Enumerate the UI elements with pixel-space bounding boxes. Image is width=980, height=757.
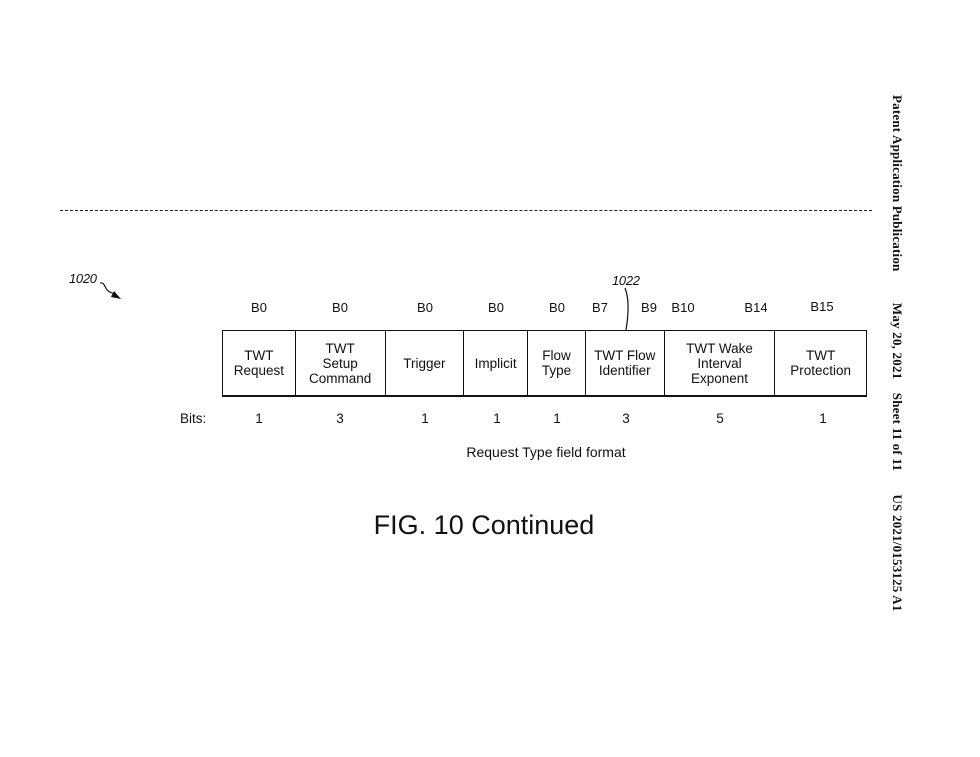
field-trigger: Trigger [386,331,465,395]
bit-label: B0 [549,300,565,315]
field-twt-setup-command: TWT Setup Command [296,331,386,395]
field-twt-protection: TWT Protection [790,348,852,378]
bits-row-label: Bits: [180,411,207,426]
bit-label: B9 [641,300,657,315]
ref-1022-leader [624,287,629,331]
dashed-divider [60,210,872,211]
diagram-caption: Request Type field format [466,444,626,460]
ref-numeral-1022: 1022 [612,273,640,288]
bit-label: B0 [332,300,348,315]
bits-value: 3 [336,411,344,426]
ref-1020-arrowhead [111,291,121,299]
bit-label: B0 [488,300,504,315]
bits-value: 1 [421,411,429,426]
bit-label: B14 [744,300,768,315]
field-twt-flow-identifier: TWT Flow Identifier [586,331,665,395]
bits-value: 1 [255,411,263,426]
ref-numeral-1020: 1020 [69,271,97,286]
bit-label: B10 [671,300,695,315]
bits-value: 3 [622,411,630,426]
field-twt-wake-interval-exponent: TWT Wake Interval Exponent [665,331,776,395]
bits-value: 1 [819,411,827,426]
bit-label: B7 [592,300,608,315]
field-implicit: Implicit [464,331,529,395]
bit-label: B15 [810,299,834,314]
field-twt-request: TWT Request [223,331,296,395]
bit-label: B0 [417,300,433,315]
request-type-field-row: TWT Request TWT Setup Command Trigger Im… [222,330,867,397]
bits-value: 5 [716,411,724,426]
field-flow-type: Flow Type [528,331,586,395]
bit-label: B0 [251,300,267,315]
bits-value: 1 [553,411,561,426]
bits-value: 1 [493,411,501,426]
figure-caption: FIG. 10 Continued [373,510,595,540]
